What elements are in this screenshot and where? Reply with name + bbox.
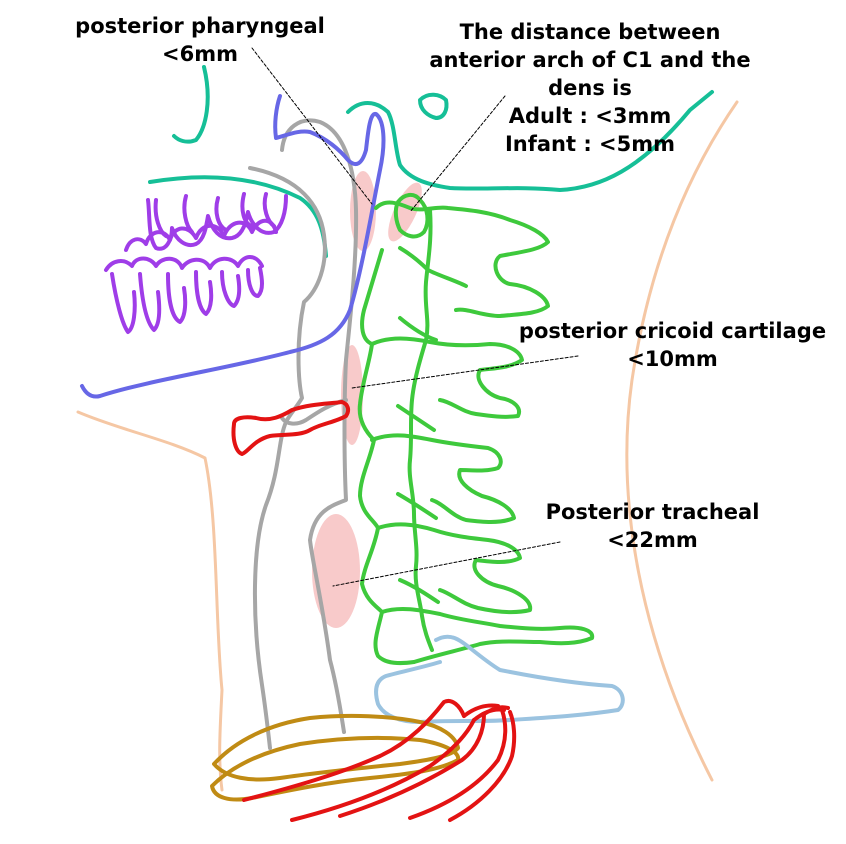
rib-4 bbox=[408, 708, 508, 820]
dens-distance-adult: Adult : <3mm bbox=[508, 104, 672, 128]
pharynx-curve bbox=[80, 94, 386, 399]
clavicle-lower bbox=[210, 735, 461, 802]
c6-vertebra bbox=[380, 606, 595, 664]
ribs bbox=[242, 699, 517, 822]
airway-posterior-wall bbox=[280, 118, 359, 734]
upper-teeth-crowns bbox=[124, 218, 278, 252]
rib-2 bbox=[290, 718, 476, 822]
anterior-vertebral-line bbox=[357, 248, 416, 666]
dens-distance-line-3: dens is bbox=[548, 76, 632, 100]
rib-3 bbox=[338, 712, 486, 818]
teeth bbox=[104, 192, 288, 334]
dens-distance-infant: Infant : <5mm bbox=[504, 132, 676, 156]
posterior-pharyngeal-label: posterior pharyngeal <6mm bbox=[60, 12, 340, 68]
dens-leader-line bbox=[409, 95, 506, 213]
posterior-cricoid-label: posterior cricoid cartilage <10mm bbox=[505, 317, 840, 373]
c3-lamina bbox=[398, 316, 438, 342]
c3-vertebra bbox=[370, 336, 524, 419]
dens-distance-label: The distance between anterior arch of C1… bbox=[415, 18, 765, 158]
c2-body bbox=[374, 200, 550, 318]
front-of-neck-skin bbox=[76, 410, 224, 792]
dens-distance-line-2: anterior arch of C1 and the bbox=[429, 48, 751, 72]
skull-base-oval bbox=[418, 92, 449, 120]
pharyngeal-leader-line bbox=[251, 47, 373, 205]
c5-lamina bbox=[396, 492, 438, 520]
tracheal-highlight bbox=[312, 514, 360, 628]
upper-teeth-roots bbox=[153, 192, 276, 238]
rib-5 bbox=[448, 710, 517, 822]
posterior-pharyngeal-title: posterior pharyngeal bbox=[75, 14, 325, 38]
posterior-cricoid-value: <10mm bbox=[627, 347, 718, 371]
skull-base bbox=[346, 90, 714, 192]
posterior-tracheal-title: Posterior tracheal bbox=[545, 500, 760, 524]
dens-odontoid bbox=[393, 193, 430, 239]
palate-top-curve bbox=[172, 65, 210, 144]
skin-outline bbox=[76, 100, 739, 792]
leader-lines bbox=[251, 47, 579, 587]
upper-teeth-row bbox=[146, 194, 288, 251]
pharynx-wall bbox=[80, 94, 386, 399]
scapula bbox=[374, 634, 625, 724]
c6-lamina bbox=[398, 578, 440, 604]
lower-teeth-roots bbox=[110, 266, 264, 334]
rib-1 bbox=[242, 699, 466, 802]
hyoid-bone bbox=[231, 400, 351, 456]
c2-lamina bbox=[398, 246, 468, 288]
posterior-cricoid-title: posterior cricoid cartilage bbox=[518, 319, 827, 343]
lower-teeth-row bbox=[104, 255, 264, 272]
rib-head-loops bbox=[462, 703, 510, 722]
back-of-neck-skin bbox=[625, 100, 739, 782]
posterior-vertebral-line bbox=[407, 208, 434, 652]
posterior-tracheal-label: Posterior tracheal <22mm bbox=[530, 498, 775, 554]
cervical-spine bbox=[357, 193, 595, 666]
airway-anterior-wall bbox=[248, 166, 327, 750]
cricoid-leader-line bbox=[351, 355, 579, 389]
tracheal-leader-line bbox=[332, 541, 561, 587]
posterior-tracheal-value: <22mm bbox=[607, 528, 698, 552]
posterior-pharyngeal-value: <6mm bbox=[162, 42, 238, 66]
c4-vertebra bbox=[370, 433, 516, 524]
dens-distance-line-1: The distance between bbox=[459, 20, 721, 44]
c5-vertebra bbox=[376, 522, 533, 615]
c4-lamina bbox=[396, 404, 436, 432]
clavicle-upper bbox=[212, 713, 460, 782]
